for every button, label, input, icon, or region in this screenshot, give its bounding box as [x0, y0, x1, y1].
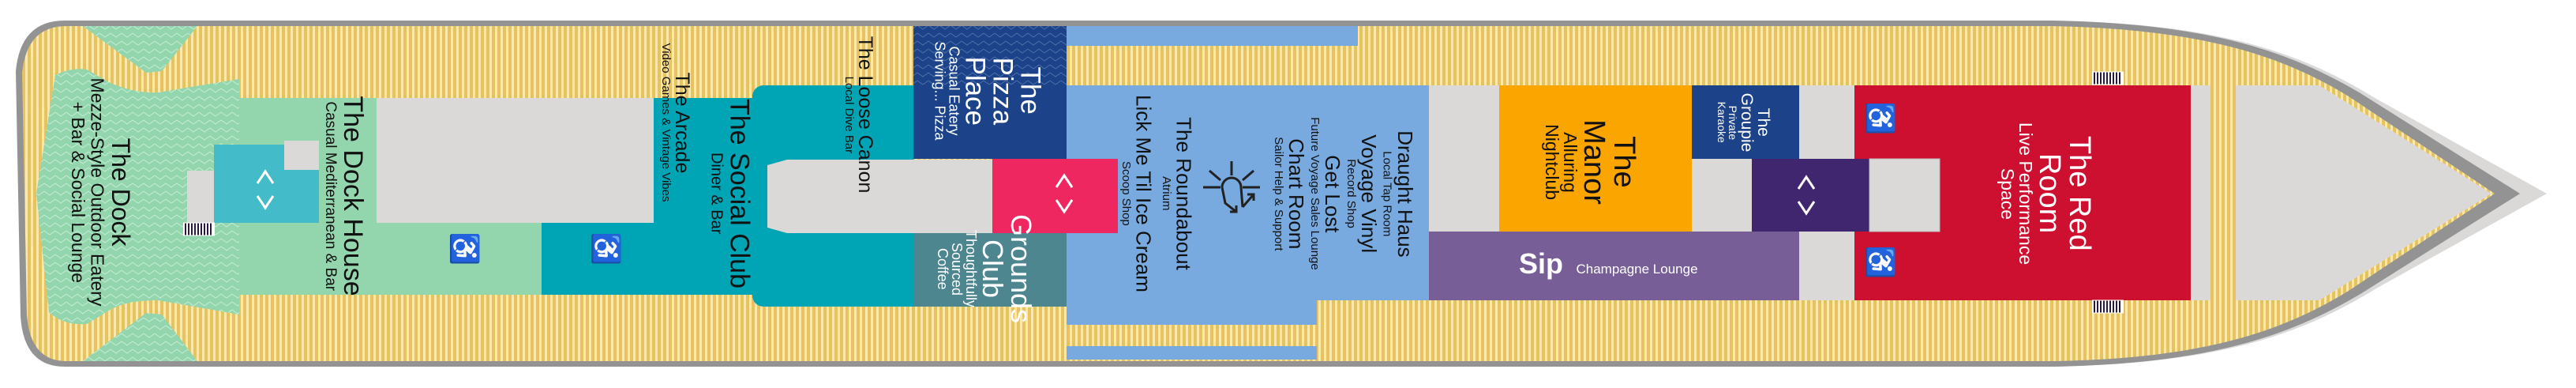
venue-name: Lick Me Til Ice Cream: [1131, 95, 1156, 292]
venue-subtitle: Private: [1727, 105, 1739, 140]
sip-area: [1429, 232, 1799, 300]
venue-name: Place: [959, 56, 991, 126]
stairs-icon: [183, 222, 215, 236]
venue-subtitle: Casual Eatery: [946, 46, 962, 136]
venue-name: Club: [977, 239, 1009, 299]
venue-voyage-vinyl[interactable]: Voyage Vinyl: [1356, 134, 1381, 253]
groupie-area: [1692, 85, 1799, 159]
venue-grounds-club[interactable]: Grounds Club Thoughtfully Sourced Coffee: [935, 213, 1037, 324]
venue-pizza-place[interactable]: The Pizza Place Casual Eatery Serving...…: [932, 41, 1046, 141]
venue-subtitle: Record Shop: [1344, 159, 1358, 228]
venue-subtitle: Diner & Bar: [707, 153, 726, 235]
venue-subtitle: Karaoke: [1715, 101, 1728, 144]
venue-subtitle: Alluring: [1560, 131, 1580, 193]
venue-name: The Loose Canon: [854, 36, 876, 194]
venue-subtitle: Local Tap Room: [1380, 150, 1394, 237]
elevator-up-down-icon[interactable]: [1052, 171, 1076, 216]
venue-draught-haus[interactable]: Draught Haus: [1393, 130, 1417, 258]
venue-subtitle: Atrium: [1160, 176, 1174, 211]
venue-subtitle: Nightclub: [1542, 124, 1562, 200]
venue-subtitle: Future Voyage Sales Lounge: [1307, 117, 1322, 270]
venue-name: The Roundabout: [1172, 117, 1196, 270]
stairs-icon: [2092, 299, 2124, 314]
venue-subtitle: + Bar & Social Lounge: [68, 101, 89, 283]
venue-dock-house[interactable]: The Dock House Casual Mediterranean & Ba…: [322, 96, 368, 296]
accessible-restroom-icon: ♿: [591, 232, 621, 266]
venue-name: Pizza: [987, 57, 1018, 125]
stairs-icon: [2092, 71, 2124, 85]
venue-subtitle: Mezze-Style Outdoor Eatery: [87, 77, 108, 307]
pizza-place-terrace: [913, 26, 1067, 85]
venue-sip[interactable]: Sip Champagne Lounge: [1519, 247, 1698, 281]
service-core: [767, 160, 992, 233]
venue-subtitle: Local Dive Bar: [842, 76, 856, 153]
venue-roundabout[interactable]: The Roundabout Atrium: [1160, 117, 1196, 270]
venue-name: The Arcade: [671, 72, 693, 173]
venue-manor[interactable]: The Manor Alluring Nightclub: [1542, 119, 1640, 205]
venue-name: Room: [2033, 153, 2066, 234]
venue-subtitle: Champagne Lounge: [1576, 262, 1698, 277]
venue-name: Groupie: [1738, 92, 1756, 153]
elevator-up-down-icon[interactable]: [1794, 173, 1818, 217]
venue-red-room[interactable]: The Red Room Live Performance Space: [1997, 122, 2096, 266]
venue-name: The Dock: [106, 137, 135, 247]
venue-arcade[interactable]: The Arcade Video Games & Vintage Vibes: [658, 43, 693, 202]
venue-subtitle: Live Performance: [2015, 122, 2036, 266]
venue-subtitle: Serving... Pizza: [932, 41, 948, 141]
venue-name: Sip: [1519, 247, 1564, 280]
venue-name: The Social Club: [724, 98, 755, 289]
bow-service-area: [2236, 85, 2492, 300]
pizza-place-area: [913, 85, 1067, 159]
manor-area: [1499, 85, 1692, 232]
venue-loose-canon[interactable]: The Loose Canon Local Dive Bar: [842, 36, 876, 194]
venue-name: The: [1607, 136, 1640, 188]
venue-subtitle: Space: [1997, 168, 2018, 220]
venue-chart-room[interactable]: Chart Room: [1284, 137, 1309, 250]
elevator-up-down-icon[interactable]: [253, 168, 277, 212]
venue-name: The: [1014, 66, 1046, 115]
accessible-restroom-icon: ♿: [1865, 101, 1895, 136]
dock-area: [36, 69, 239, 325]
grounds-club-area: [913, 233, 1067, 307]
atrium-venues-group: Draught Haus Local Tap Room Voyage Vinyl…: [1271, 117, 1417, 270]
accessible-restroom-icon: ♿: [449, 232, 479, 266]
venue-subtitle: Sailor Help & Support: [1271, 136, 1285, 251]
dock-corner-top: [83, 26, 197, 73]
venue-subtitle: Coffee: [935, 247, 951, 290]
venue-subtitle: Casual Mediterranean & Bar: [322, 101, 339, 291]
venue-name: The Dock House: [337, 96, 368, 296]
venue-name: The Red: [2063, 136, 2096, 251]
venue-get-lost[interactable]: Get Lost: [1321, 154, 1344, 233]
venue-subtitle: Thoughtfully: [963, 229, 979, 308]
venue-subtitle: Video Games & Vintage Vibes: [658, 43, 673, 202]
venue-subtitle: Scoop Shop: [1119, 161, 1134, 226]
venue-subtitle: Sourced: [949, 242, 965, 296]
accessible-restroom-icon: ♿: [1865, 245, 1895, 280]
venue-lick-me-til-ice-cream[interactable]: Lick Me Til Ice Cream Scoop Shop: [1119, 95, 1156, 292]
atrium-compass-icon: [1203, 161, 1260, 213]
venue-name: The: [1754, 107, 1772, 137]
venue-groupie[interactable]: The Groupie Private Karaoke: [1715, 92, 1772, 153]
venue-social-club[interactable]: The Social Club Diner & Bar: [707, 98, 755, 289]
venue-name: Manor: [1577, 119, 1610, 205]
dock-corner-bottom: [83, 313, 197, 361]
venue-the-dock[interactable]: The Dock Mezze-Style Outdoor Eatery + Ba…: [68, 77, 135, 307]
atrium-area: [1067, 85, 1429, 325]
venue-name: Grounds: [1005, 213, 1037, 324]
